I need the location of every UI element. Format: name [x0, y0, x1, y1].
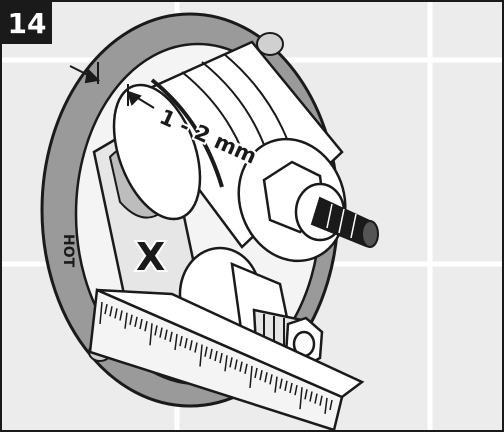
gap-dimension: [69, 62, 155, 109]
ruler-tick: [204, 346, 208, 357]
ruler-tick: [124, 312, 128, 329]
ruler-ticks: [99, 301, 333, 414]
ruler-tick: [294, 384, 298, 396]
ruler-tick: [149, 323, 153, 346]
ruler-tick: [159, 327, 163, 338]
spindle: [310, 196, 379, 248]
ruler-tick: [254, 367, 258, 379]
ruler-tick: [324, 397, 328, 414]
ruler-tick: [239, 361, 243, 372]
ruler-tick: [249, 365, 253, 388]
ruler-tick: [319, 395, 323, 406]
ruler-tick: [274, 376, 278, 393]
ruler-tick: [279, 378, 283, 389]
ruler-tick: [284, 380, 288, 391]
ruler-tick: [114, 308, 118, 319]
ruler-tick: [184, 338, 188, 349]
ruler-tick: [244, 363, 248, 374]
ruler-tick: [189, 340, 193, 351]
ruler-tick: [299, 387, 303, 410]
ruler-tick: [109, 306, 113, 317]
ruler-tick: [309, 391, 313, 402]
variable-label: X: [136, 235, 165, 279]
ruler-tick: [144, 321, 148, 332]
ruler-tick: [234, 359, 238, 370]
housing-text: HOT: [60, 234, 76, 268]
ruler-tick: [289, 382, 293, 394]
ruler-tick: [154, 325, 158, 336]
thermostatic-cartridge: [112, 40, 347, 263]
ruler-tick: [134, 316, 138, 328]
ruler-tick: [119, 310, 123, 321]
ruler-tick: [164, 329, 168, 340]
ruler-tick: [174, 333, 178, 351]
ruler-tick: [179, 335, 183, 347]
ruler-tick: [199, 344, 203, 367]
ruler-tick: [99, 301, 103, 325]
ruler-tick: [209, 348, 213, 360]
measuring-ruler: [88, 288, 365, 430]
ruler-tick: [194, 342, 198, 353]
ruler-tick: [264, 372, 268, 383]
ruler-tick: [139, 318, 143, 330]
ruler-tick: [304, 389, 308, 400]
ruler-tick: [229, 357, 233, 368]
ruler-tick: [104, 303, 108, 315]
ruler-tick: [314, 393, 318, 404]
ruler-tick: [219, 352, 223, 364]
ruler-tick: [259, 370, 263, 381]
ruler-tick: [329, 399, 333, 411]
ruler-tick: [169, 331, 173, 342]
step-number-badge: 14: [2, 2, 52, 44]
ruler-tick: [129, 314, 133, 325]
ruler-tick: [269, 374, 273, 385]
ruler-tick: [214, 350, 218, 362]
screw-hole-top: [256, 32, 284, 56]
ruler-tick: [224, 355, 228, 372]
